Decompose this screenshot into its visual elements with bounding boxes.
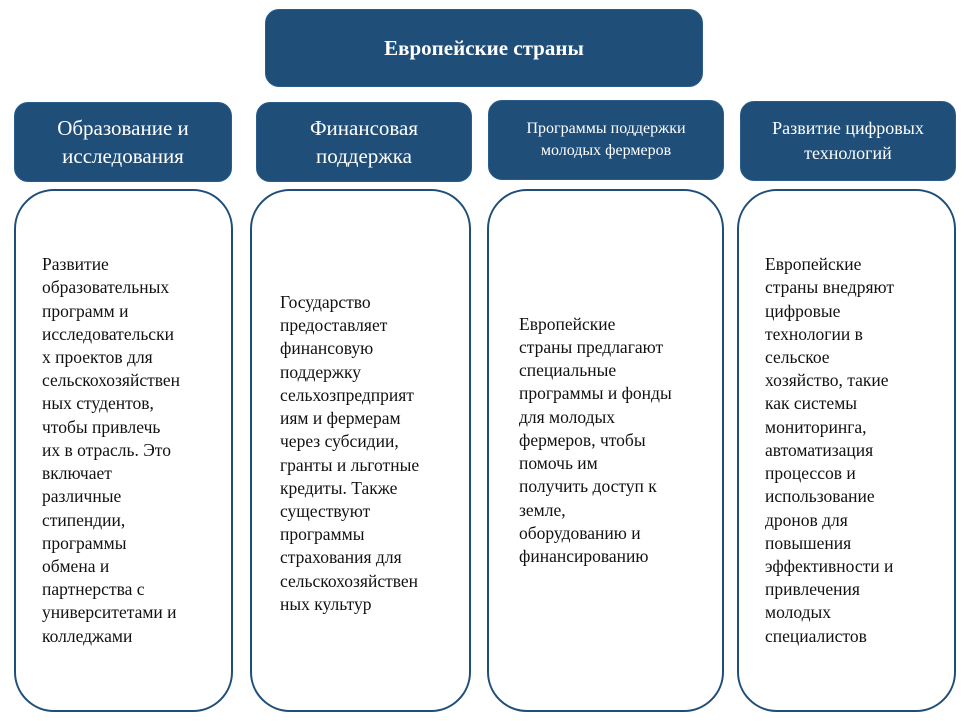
description-line: получить доступ к <box>519 476 657 497</box>
description-line: для молодых <box>519 406 616 427</box>
description-line: Развитие <box>42 254 109 275</box>
description-line: молодых <box>765 602 831 623</box>
header-line: Финансовая <box>309 116 419 140</box>
description-line: как системы <box>765 393 858 414</box>
description-line: существуют <box>280 500 371 521</box>
header-line: технологий <box>804 143 892 163</box>
description-line: включает <box>42 463 112 484</box>
description-line: финансовую <box>280 338 374 359</box>
description-line: специалистов <box>765 625 867 646</box>
description-line: мониторинга, <box>765 416 867 437</box>
description-line: обмена и <box>42 555 110 576</box>
header-line: Программы поддержки <box>526 120 686 137</box>
description-line: привлечения <box>765 579 860 600</box>
description-line: Государство <box>280 292 371 313</box>
description-line: программы и фонды <box>519 383 672 404</box>
description-line: оборудованию и <box>519 522 641 543</box>
description-line: предоставляет <box>280 315 388 336</box>
description-line: университетами и <box>42 602 177 623</box>
description-line: использование <box>765 486 875 507</box>
description-line: повышения <box>765 532 852 553</box>
description-line: поддержку <box>280 361 362 382</box>
category-header-education: Образование и исследования <box>14 102 232 182</box>
description-line: Европейские <box>765 254 862 275</box>
description-line: кредиты. Также <box>280 477 398 498</box>
description-line: процессов и <box>765 463 856 484</box>
description-line: сельское <box>765 347 830 368</box>
description-line: сельхозпредприят <box>280 384 414 405</box>
description-line: колледжами <box>42 625 133 646</box>
description-line: дронов для <box>765 509 848 530</box>
description-line: помочь им <box>519 453 598 474</box>
description-line: фермеров, чтобы <box>519 429 646 450</box>
description-line: Европейские <box>519 313 616 334</box>
description-line: их в отрасль. Это <box>42 439 171 460</box>
description-line: программы <box>280 524 365 545</box>
description-line: партнерства с <box>42 579 145 600</box>
description-line: программы <box>42 532 127 553</box>
category-header-financial-support: Финансовая поддержка <box>256 102 472 182</box>
description-line: технологии в <box>765 323 863 344</box>
description-line: программ и <box>42 300 129 321</box>
description-line: финансированию <box>519 545 649 566</box>
description-line: х проектов для <box>42 347 153 368</box>
header-line: исследования <box>62 144 184 168</box>
description-line: хозяйство, такие <box>765 370 889 391</box>
description-line: чтобы привлечь <box>42 416 161 437</box>
category-header-young-farmers: Программы поддержки молодых фермеров <box>488 100 724 180</box>
description-line: иям и фермерам <box>280 408 401 429</box>
description-line: страны внедряют <box>765 277 895 298</box>
description-line: различные <box>42 486 122 507</box>
description-line: ных студентов, <box>42 393 154 414</box>
description-line: страны предлагают <box>519 337 664 358</box>
description-line: гранты и льготные <box>280 454 420 475</box>
header-line: поддержка <box>315 144 413 168</box>
description-line: исследовательски <box>42 323 174 344</box>
description-line: сельскохозяйствен <box>42 370 181 391</box>
description-line: ных культур <box>280 593 372 614</box>
description-line: автоматизация <box>765 439 874 460</box>
description-line: сельскохозяйствен <box>280 570 419 591</box>
description-line: через субсидии, <box>280 431 399 452</box>
category-header-digital-tech: Развитие цифровых технологий <box>740 101 956 181</box>
header-line: Развитие цифровых <box>772 118 924 138</box>
description-line: эффективности и <box>765 555 894 576</box>
description-line: земле, <box>519 499 566 520</box>
header-line: Образование и <box>57 116 189 140</box>
header-line: молодых фермеров <box>540 142 672 159</box>
description-line: цифровые <box>765 300 841 321</box>
description-line: страхования для <box>280 547 402 568</box>
root-node-european-countries: Европейские страны <box>265 9 703 87</box>
root-title: Европейские страны <box>384 35 584 60</box>
description-line: стипендии, <box>42 509 126 530</box>
description-line: образовательных <box>42 277 170 298</box>
description-line: специальные <box>519 360 617 381</box>
